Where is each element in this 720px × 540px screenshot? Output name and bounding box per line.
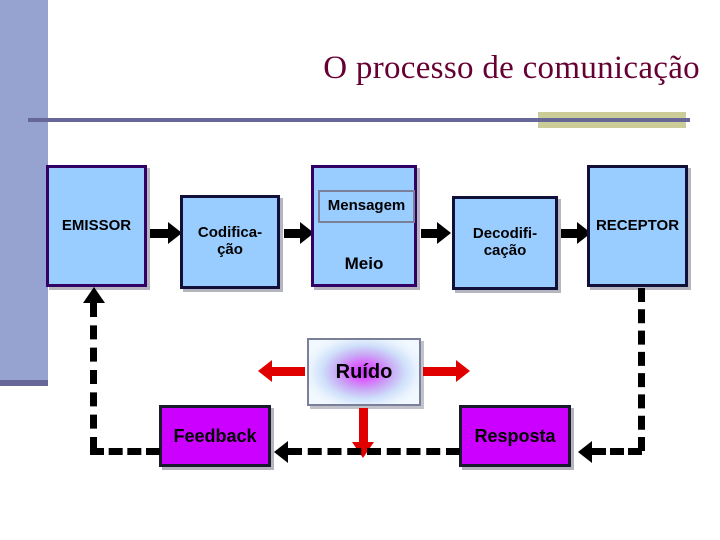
box-receptor-label: RECEPTOR (595, 216, 680, 234)
title-divider-rule (28, 118, 690, 122)
box-resposta[interactable]: Resposta (459, 405, 571, 467)
page-title: O processo de comunicação (323, 50, 700, 86)
box-mensagem[interactable]: Mensagem (318, 190, 415, 223)
box-ruido-label: Ruído (335, 360, 393, 383)
box-decodificacao-line2: cação (483, 242, 527, 259)
left-band-footer (0, 380, 48, 386)
box-feedback[interactable]: Feedback (159, 405, 271, 467)
box-ruido[interactable]: Ruído (307, 338, 421, 406)
box-emissor-label: EMISSOR (61, 216, 132, 234)
box-decodificacao-line1: Decodifi- (472, 225, 538, 243)
box-codificacao[interactable]: Codifica- ção (180, 195, 280, 289)
box-meio-label: Meio (344, 254, 384, 273)
left-decorative-band (0, 0, 48, 380)
box-decodificacao[interactable]: Decodifi- cação (452, 196, 558, 290)
box-emissor[interactable]: EMISSOR (46, 165, 147, 287)
box-feedback-label: Feedback (173, 425, 257, 446)
box-receptor[interactable]: RECEPTOR (587, 165, 688, 287)
box-codificacao-line1: Codifica- (197, 224, 263, 242)
box-codificacao-line2: ção (217, 241, 243, 258)
box-mensagem-label: Mensagem (327, 197, 406, 215)
box-resposta-label: Resposta (474, 425, 556, 446)
box-canal[interactable]: Mensagem Meio (311, 165, 417, 287)
